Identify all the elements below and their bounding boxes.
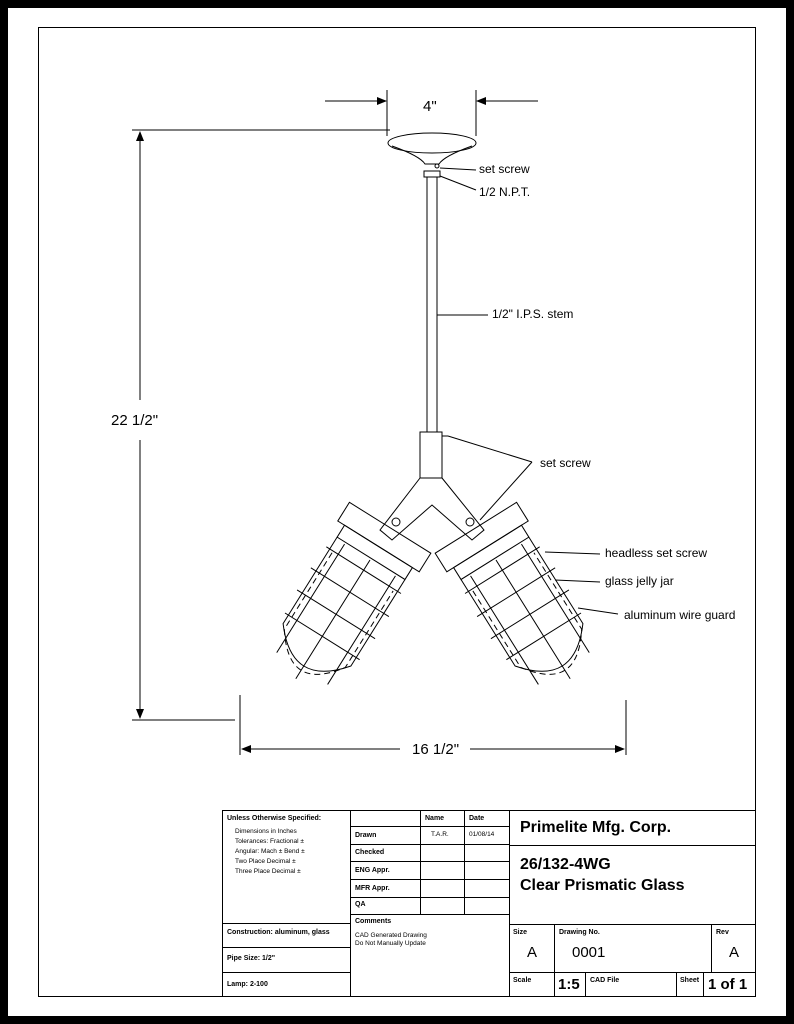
spec-line: Two Place Decimal ±: [235, 858, 296, 865]
col-date-header: Date: [469, 815, 485, 822]
row-eng-appr: ENG Appr.: [355, 867, 390, 874]
leaders: [437, 167, 619, 615]
dim-width-top: [325, 90, 538, 136]
size-value: A: [527, 944, 538, 961]
scale-value: 1:5: [558, 976, 580, 993]
sheet-label: Sheet: [680, 977, 700, 984]
dim-height: [132, 129, 390, 721]
callout-set-screw-mid: set screw: [540, 456, 591, 470]
scale-label: Scale: [513, 977, 532, 984]
spec-line: Dimensions in Inches: [235, 828, 297, 835]
y-fitting: [379, 477, 485, 541]
callout-wire-guard: aluminum wire guard: [624, 608, 736, 622]
cad-file-label: CAD File: [590, 977, 620, 984]
dim-width-bottom-label: 16 1/2": [412, 741, 460, 758]
part-number: 26/132-4WG: [520, 856, 611, 873]
rev-label: Rev: [716, 929, 729, 936]
dim-width-top-label: 4": [423, 98, 437, 115]
spec-line: Angular: Mach ± Bend ±: [235, 848, 305, 855]
comment-line: Do Not Manually Update: [355, 940, 426, 947]
drawn-date: 01/08/14: [469, 831, 495, 838]
pipe-size-label: Pipe Size: 1/2": [227, 955, 276, 962]
drawn-name: T.A.R.: [431, 831, 449, 838]
size-label: Size: [513, 929, 528, 936]
sheet-value: 1 of 1: [708, 976, 748, 993]
drawing-no-value: 0001: [572, 944, 606, 961]
rev-value: A: [729, 944, 740, 961]
callout-stem: 1/2" I.P.S. stem: [492, 307, 574, 321]
row-mfr-appr: MFR Appr.: [355, 885, 390, 892]
dim-height-label: 22 1/2": [111, 412, 159, 429]
callout-npt: 1/2 N.P.T.: [479, 185, 531, 199]
company-name: Primelite Mfg. Corp.: [520, 819, 672, 836]
construction-label: Construction: aluminum, glass: [227, 929, 330, 936]
canopy: [387, 132, 477, 169]
callout-set-screw-top: set screw: [479, 162, 530, 176]
row-drawn: Drawn: [355, 832, 377, 839]
unless-specified-label: Unless Otherwise Specified:: [227, 815, 322, 822]
part-description: Clear Prismatic Glass: [520, 877, 685, 894]
spec-line: Tolerances: Fractional ±: [235, 838, 304, 845]
callout-headless-set-screw: headless set screw: [605, 546, 708, 560]
dim-width-bottom: [239, 695, 627, 755]
spec-line: Three Place Decimal ±: [235, 868, 301, 875]
comments-label: Comments: [355, 918, 392, 925]
col-name-header: Name: [425, 815, 445, 822]
drawing-no-label: Drawing No.: [559, 929, 600, 936]
lamp-label: Lamp: 2-100: [227, 981, 268, 988]
callout-glass-jelly-jar: glass jelly jar: [605, 574, 674, 588]
row-checked: Checked: [355, 849, 385, 856]
drawing-frame: [38, 27, 756, 997]
left-fixture: [276, 501, 432, 685]
right-fixture: [434, 501, 590, 685]
stem: [419, 170, 448, 479]
comment-line: CAD Generated Drawing: [355, 932, 427, 939]
row-qa: QA: [355, 901, 366, 908]
